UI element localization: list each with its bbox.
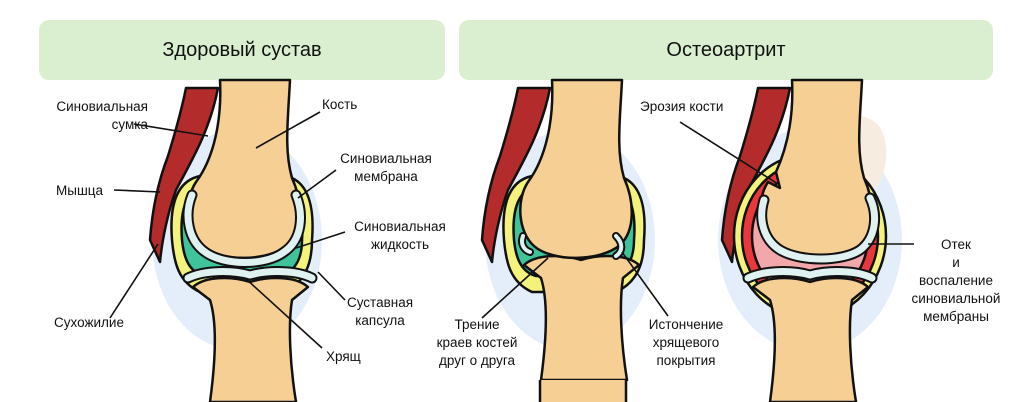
label-friction-line3: друг о друга	[438, 353, 516, 368]
label-edema-line3: воспаление	[919, 273, 993, 288]
label-friction-line1: Трение	[454, 317, 500, 332]
healthy-muscle	[148, 86, 220, 264]
label-synovial-fluid: Синовиальная жидкость	[340, 218, 460, 254]
label-edema-line1: Отек	[941, 237, 971, 252]
label-thinning-line1: Истончение	[648, 317, 724, 332]
label-fluid-line2: жидкость	[371, 237, 429, 252]
label-cartilage-thinning: Истончение хрящевого покрытия	[626, 316, 746, 370]
healthy-upper-cartilage	[184, 191, 304, 266]
label-edema-line4: синовиальной	[911, 291, 1001, 306]
label-edema-inflammation: Отек и воспаление синовиальной мембраны	[898, 236, 1014, 326]
label-bone-friction: Трение краев костей друг о друга	[422, 316, 532, 370]
thinning-joint-illustration	[480, 78, 655, 402]
label-synovial-membrane: Синовиальная мембрана	[326, 150, 446, 186]
osteoarthritis-header: Остеоартрит	[459, 20, 993, 80]
label-cartilage: Хрящ	[326, 349, 361, 364]
label-membrane-line2: мембрана	[354, 169, 418, 184]
right-cartilage	[758, 194, 879, 263]
label-fluid-line1: Синовиальная	[354, 219, 446, 234]
label-edema-line2: и	[952, 255, 960, 270]
label-bursa-line1: Синовиальная	[56, 99, 148, 114]
label-bone: Кость	[322, 97, 358, 112]
label-thinning-line2: хрящевого	[652, 335, 720, 350]
label-tendon: Сухожилие	[54, 315, 124, 330]
inflamed-joint-illustration	[718, 78, 902, 402]
thin-cartilage	[614, 234, 624, 258]
label-edema-line5: мембраны	[923, 309, 989, 324]
label-muscle: Мышца	[56, 183, 104, 198]
label-thinning-line3: покрытия	[656, 353, 716, 368]
middle-muscle	[480, 86, 552, 264]
leader-lines	[109, 111, 914, 349]
label-bursa-line2: сумка	[111, 117, 148, 132]
label-capsule-line1: Суставная	[346, 295, 414, 310]
label-capsule-line2: капсула	[355, 313, 405, 328]
healthy-joint-header: Здоровый сустав	[39, 20, 445, 80]
healthy-joint-illustration	[148, 78, 322, 402]
healthy-lower-cartilage	[184, 268, 316, 282]
label-friction-line2: краев костей	[436, 335, 518, 350]
label-synovial-bursa: Синовиальная сумка	[30, 98, 148, 134]
label-membrane-line1: Синовиальная	[340, 151, 432, 166]
label-joint-capsule: Суставная капсула	[330, 294, 430, 330]
label-bone-erosion: Эрозия кости	[640, 99, 724, 114]
middle-upper-bone	[519, 78, 633, 260]
